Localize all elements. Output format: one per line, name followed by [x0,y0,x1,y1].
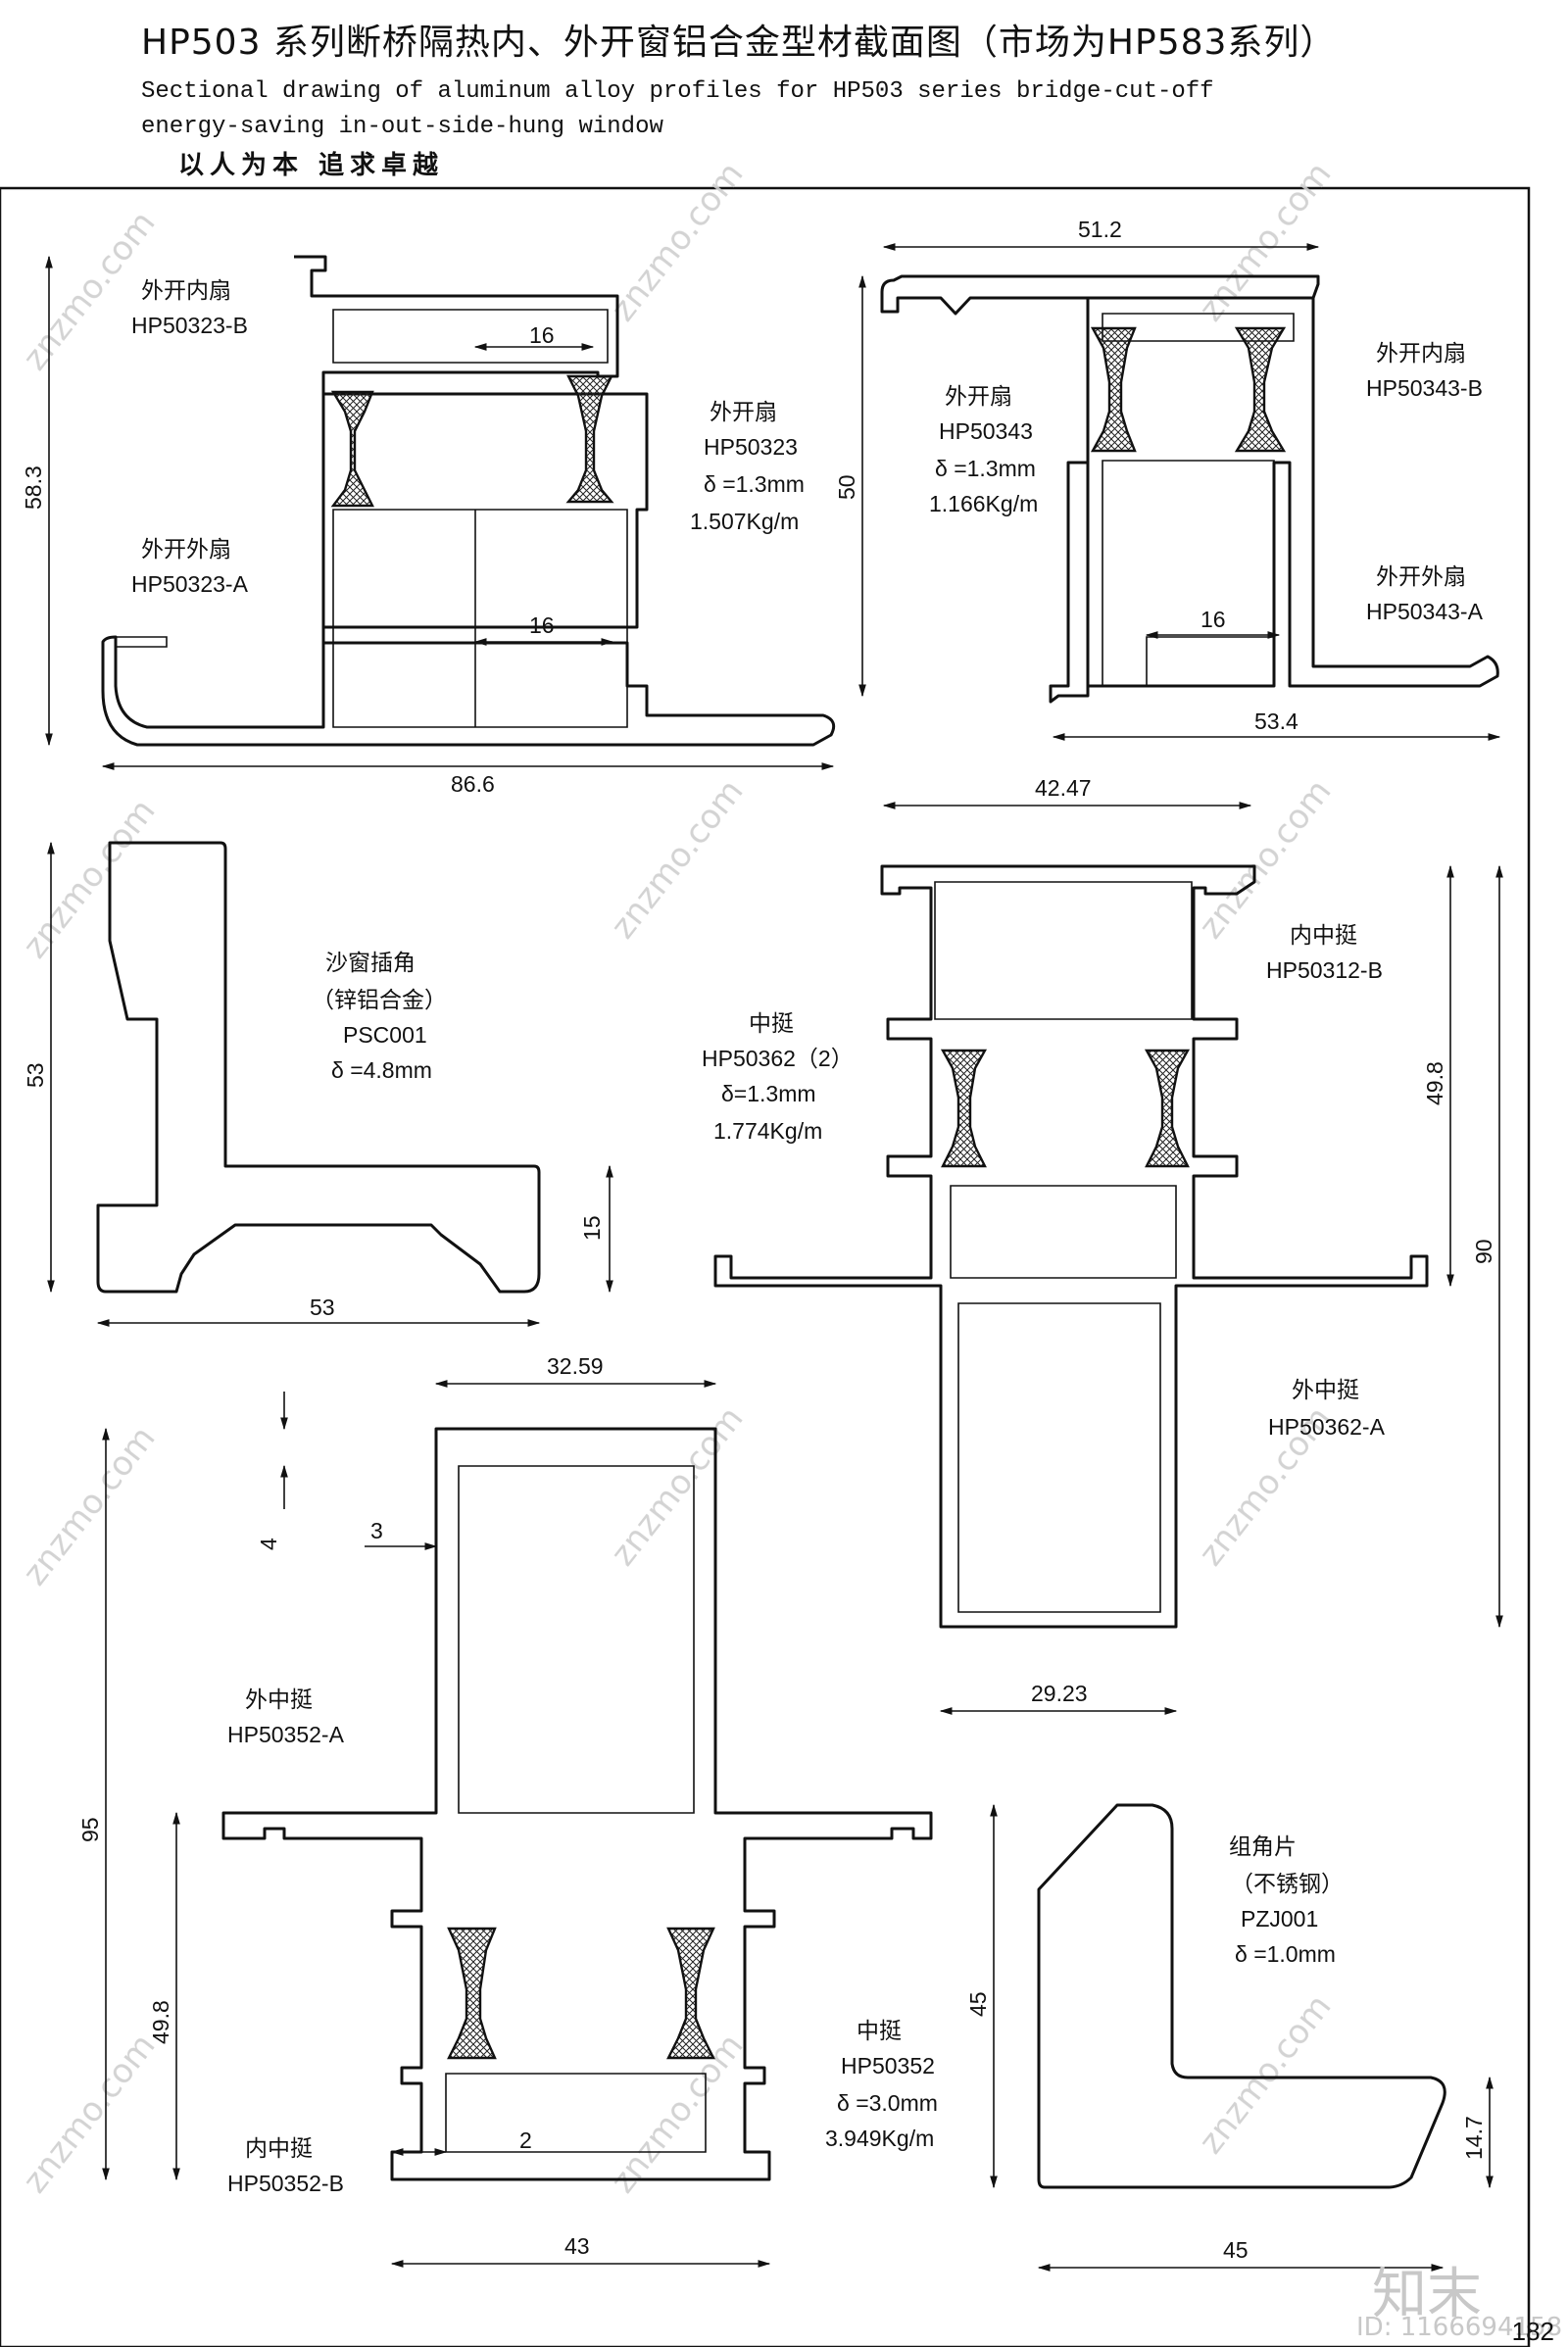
dimension-value: 2 [519,2127,532,2153]
label: 内中挺 [245,2135,313,2161]
code: HP50343-A [1366,599,1484,624]
material: （不锈钢） [1231,1871,1344,1896]
code: HP50352-A [227,1722,345,1747]
code: HP50323 [704,434,798,460]
code: HP50323-B [131,313,248,338]
label: 外中挺 [1292,1377,1359,1402]
code: HP50362-A [1268,1414,1386,1440]
profile-hp50343: 外开扇 HP50343 δ =1.3mm 1.166Kg/m 外开内扇 HP50… [834,217,1501,741]
slogan: 以人为本 追求卓越 [178,151,445,180]
dimension-value: 42.47 [1035,775,1092,801]
label: 沙窗插角 [325,950,416,975]
watermark-text: znzmo.com [1192,155,1340,329]
dimension-value: 58.3 [21,465,46,510]
profile-pzj001: 组角片 （不锈钢） PZJ001 δ =1.0mm 45 45 14.7 [965,1803,1494,2272]
watermark-text: znzmo.com [16,1419,164,1593]
watermark-id: ID: 1166694158 [1356,2313,1563,2342]
subtitle-line-1: Sectional drawing of aluminum alloy prof… [141,78,1214,105]
page-title: HP503 系列断桥隔热内、外开窗铝合金型材截面图（市场为HP583系列） [141,23,1337,63]
code: HP50352 [841,2053,935,2078]
watermark-text: znzmo.com [1192,1987,1340,2162]
label: 内中挺 [1290,922,1357,948]
dimension-value: 43 [564,2233,590,2259]
dimension-value: 50 [834,474,859,500]
profile-hp50362: 中挺 HP50362（2） δ=1.3mm 1.774Kg/m 内中挺 HP50… [702,775,1503,1715]
dimension-value: 53 [23,1062,48,1088]
code: PZJ001 [1241,1906,1318,1931]
dimension-value: 90 [1471,1239,1496,1264]
label: 外开扇 [945,383,1012,409]
page-number: 182 [1511,2317,1554,2346]
subtitle-line-2: energy-saving in-out-side-hung window [141,114,663,140]
watermark-logo: 知末 [1372,2263,1482,2326]
thickness: δ =3.0mm [837,2090,938,2116]
code: HP50362（2） [702,1046,854,1071]
code: HP50323-A [131,571,249,597]
profile-hp50323: 外开内扇 HP50323-B 外开扇 HP50323 δ =1.3mm 1.50… [21,255,836,797]
sheet-frame [0,186,1531,2347]
thickness: δ =4.8mm [331,1057,432,1083]
dimension-value: 16 [529,322,555,348]
watermark-text: znzmo.com [604,1399,752,1574]
dimension-value: 29.23 [1031,1681,1088,1706]
dimension-value: 51.2 [1078,217,1122,242]
dimension-value: 16 [529,612,555,638]
weight: 3.949Kg/m [825,2126,934,2151]
label: 组角片 [1229,1834,1297,1859]
dimension-value: 4 [256,1538,281,1550]
watermark-text: znzmo.com [1192,772,1340,947]
code: HP50343 [939,418,1033,444]
dimension-value: 53.4 [1254,709,1298,734]
weight: 1.507Kg/m [690,509,799,534]
dimension-value: 45 [1223,2237,1249,2263]
watermark-text: znzmo.com [16,2027,164,2201]
code: HP50343-B [1366,375,1483,401]
label: 外开扇 [710,399,777,424]
label: 外开内扇 [141,277,231,303]
dimension-value: 15 [579,1215,605,1241]
label: 中挺 [749,1010,794,1036]
dimension-value: 95 [77,1817,103,1842]
dimension-value: 86.6 [451,771,495,797]
watermark-layer: znzmo.com znzmo.com znzmo.com znzmo.com … [16,155,1340,2201]
dimension-value: 49.8 [148,2000,173,2044]
profile-hp50352: 外中挺 HP50352-A 中挺 HP50352 δ =3.0mm 3.949K… [77,1353,938,2268]
material: （锌铝合金） [312,987,447,1012]
weight: 1.774Kg/m [713,1118,822,1144]
watermark-text: znzmo.com [16,792,164,966]
label: 外开内扇 [1376,340,1466,366]
dimension-value: 32.59 [547,1353,604,1379]
dimension-value: 16 [1200,607,1226,632]
code: HP50312-B [1266,957,1383,983]
label: 外开外扇 [141,536,231,562]
weight: 1.166Kg/m [929,491,1038,516]
watermark-text: znzmo.com [604,155,752,329]
code: HP50352-B [227,2171,344,2196]
label: 中挺 [857,2018,902,2043]
profile-psc001: 沙窗插角 （锌铝合金） PSC001 δ =4.8mm 53 53 15 [23,841,613,1327]
thickness: δ =1.3mm [935,456,1036,481]
watermark-text: znzmo.com [604,772,752,947]
dimension-value: 49.8 [1422,1061,1447,1105]
thickness: δ =1.0mm [1235,1941,1336,1967]
thickness: δ =1.3mm [704,471,805,497]
dimension-value: 14.7 [1461,2116,1487,2160]
label: 外开外扇 [1376,563,1466,589]
dimension-value: 3 [370,1518,383,1543]
label: 外中挺 [245,1687,313,1712]
code: PSC001 [343,1022,427,1048]
thickness: δ=1.3mm [721,1081,816,1106]
dimension-value: 45 [965,1991,991,2017]
dimension-value: 53 [310,1295,335,1320]
